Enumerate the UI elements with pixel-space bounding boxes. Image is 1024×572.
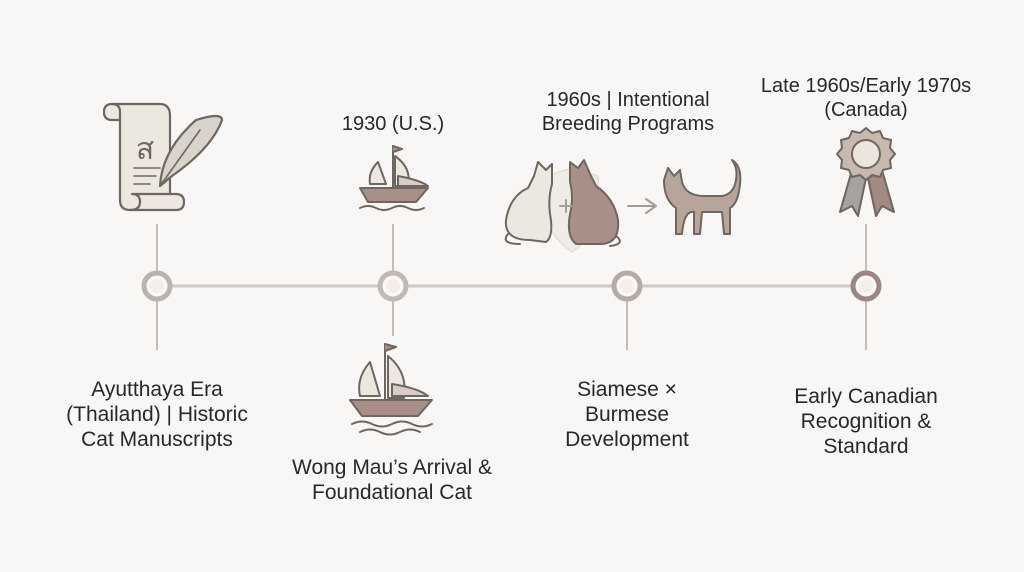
event-bottom-line: Wong Mau’s Arrival &	[292, 456, 492, 479]
event-bottom-line: Development	[565, 428, 689, 451]
event-bottom-line: Foundational Cat	[312, 481, 472, 504]
event-bottom-label-breeding: Siamese × Burmese Development	[532, 377, 722, 452]
timeline-node-breeding	[611, 270, 643, 302]
event-top-line: 1930 (U.S.)	[341, 113, 445, 135]
event-top-line: Late 1960s/Early 1970s	[760, 75, 972, 97]
event-top-label-canada: Late 1960s/Early 1970s (Canada)	[746, 74, 986, 122]
event-bottom-line: Recognition &	[800, 410, 932, 433]
event-bottom-line: Standard	[823, 435, 909, 458]
event-bottom-line: (Thailand) | Historic	[66, 403, 248, 426]
timeline-node-ayutthaya	[141, 270, 173, 302]
event-bottom-label-canada: Early Canadian Recognition & Standard	[766, 384, 966, 459]
scroll-glyph: ส	[136, 132, 154, 167]
event-top-label-wongmau: 1930 (U.S.)	[303, 112, 483, 136]
scroll-with-quill-icon	[102, 102, 224, 212]
event-bottom-label-ayutthaya: Ayutthaya Era (Thailand) | Historic Cat …	[42, 377, 272, 452]
cat-crossbreeding-icon	[504, 159, 742, 253]
event-top-line: Breeding Programs	[541, 113, 715, 135]
timeline-node-wongmau	[377, 270, 409, 302]
event-bottom-line: Burmese	[584, 403, 670, 426]
event-bottom-label-wongmau: Wong Mau’s Arrival & Foundational Cat	[266, 455, 518, 505]
event-top-line: 1960s | Intentional	[546, 89, 710, 111]
sailing-ship-icon-bottom	[349, 343, 433, 436]
event-top-line: (Canada)	[824, 99, 908, 121]
event-top-label-breeding: 1960s | Intentional Breeding Programs	[508, 88, 748, 136]
event-bottom-line: Early Canadian	[794, 385, 938, 408]
award-ribbon-icon	[836, 127, 896, 217]
event-bottom-line: Ayutthaya Era	[91, 378, 223, 401]
event-bottom-line: Siamese ×	[577, 378, 677, 401]
sailing-ship-icon-top	[359, 145, 429, 211]
timeline-node-canada	[850, 270, 882, 302]
event-bottom-line: Cat Manuscripts	[81, 428, 233, 451]
